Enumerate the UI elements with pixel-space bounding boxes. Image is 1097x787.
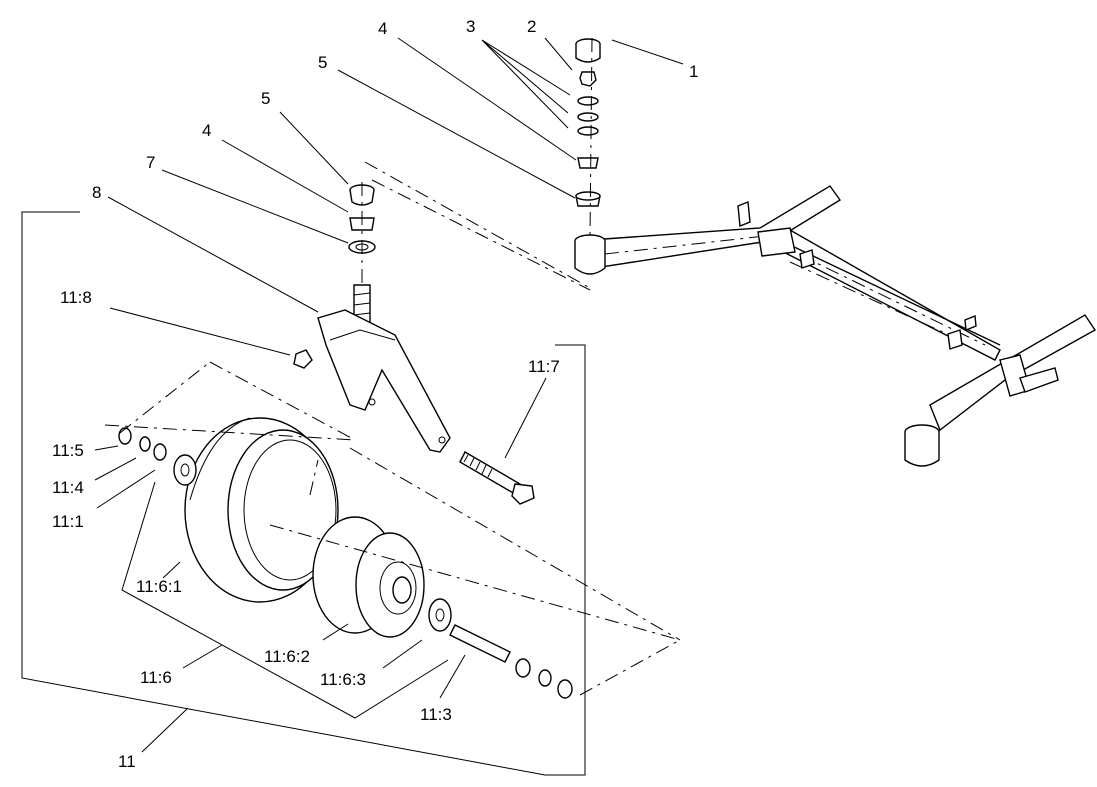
axle-bolt (459, 451, 535, 505)
group-brackets (21, 211, 586, 776)
leader-lines (94, 37, 684, 753)
callout-11-1: 11:1 (52, 512, 84, 531)
callout-2: 2 (527, 17, 536, 36)
callout-11-8: 11:8 (60, 288, 92, 307)
callout-11-5: 11:5 (52, 441, 84, 460)
callout-7: 7 (146, 153, 155, 172)
callout-11: 11 (118, 752, 136, 771)
callout-11-7: 11:7 (528, 357, 560, 376)
callout-labels: 1 2 3 4 5 5 4 7 8 11:8 11:7 11:5 11:4 11… (52, 17, 698, 771)
pivot-stack (575, 38, 601, 207)
callout-1: 1 (689, 62, 698, 81)
callout-8: 8 (92, 183, 101, 202)
callout-11-3: 11:3 (420, 705, 452, 724)
caster-frame (574, 185, 1097, 467)
callout-11-6-3: 11:6:3 (320, 670, 366, 689)
center-lines (104, 37, 681, 696)
callout-11-6: 11:6 (140, 668, 172, 687)
callout-4-top: 4 (378, 19, 387, 38)
callout-5-top: 5 (318, 53, 327, 72)
callout-11-6-2: 11:6:2 (264, 647, 310, 666)
callout-4-left: 4 (202, 121, 211, 140)
callout-11-4: 11:4 (52, 478, 84, 497)
callout-5-left: 5 (261, 89, 270, 108)
callout-3: 3 (466, 17, 475, 36)
callout-11-6-1: 11:6:1 (136, 577, 182, 596)
wheel-assembly (118, 417, 573, 699)
caster-fork (293, 284, 451, 453)
